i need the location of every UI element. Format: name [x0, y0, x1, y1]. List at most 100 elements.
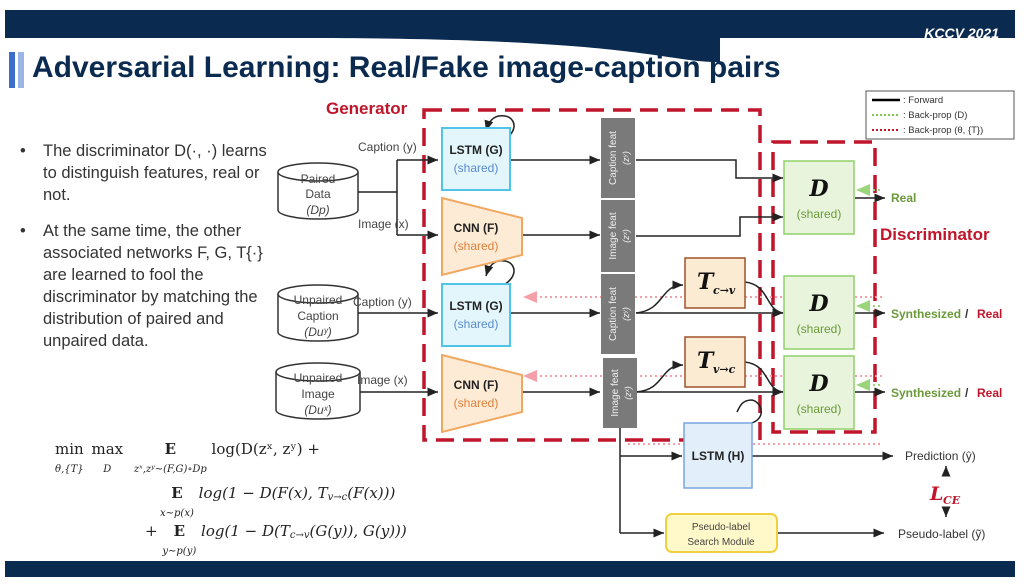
min-operator: min — [55, 440, 84, 458]
equation-subscript: c→v — [289, 530, 310, 541]
expectation-subscript: zˣ,zʸ∼(F,G)∘Dp — [133, 464, 207, 475]
feat-symbol: (zʸ) — [621, 307, 631, 321]
cnn-f-sub: (shared) — [454, 396, 499, 410]
expectation-subscript: x∼p(x) — [160, 508, 194, 519]
image-feat-block: Image feat (zˣ) — [603, 358, 637, 428]
caption-input-label: Caption (y) — [353, 295, 412, 309]
output-real-label: Real — [891, 191, 916, 205]
image-feat-block: Image feat (zˣ) — [601, 200, 635, 272]
bullet-list: The discriminator D(·, ·) learns to dist… — [18, 140, 276, 366]
equation-line-1: min θ,{T} max D E zˣ,zʸ∼(F,G)∘Dp log(D(z… — [55, 440, 320, 476]
generator-label: Generator — [326, 99, 408, 118]
feat-symbol: (zʸ) — [621, 151, 631, 165]
lstm-h-title: LSTM (H) — [692, 449, 745, 463]
d-sub: (shared) — [797, 207, 842, 221]
forward-arrows — [358, 115, 951, 538]
max-operator: max — [91, 440, 124, 458]
lstm-g-title: LSTM (G) — [449, 299, 502, 313]
expectation-symbol: E — [173, 522, 186, 540]
dataset-label: (Dp) — [306, 203, 329, 217]
output-synth-real-label: Synthesized / Real — [891, 386, 1002, 400]
expectation-symbol: E — [164, 440, 177, 458]
discriminator-label: Discriminator — [880, 225, 990, 244]
generator-boundary — [422, 108, 762, 442]
header-bar: KCCV 2021 — [5, 10, 1015, 41]
plus-sign: + — [145, 522, 158, 540]
discriminator-boundary — [771, 140, 877, 434]
conference-label: KCCV 2021 — [924, 25, 999, 41]
dataset-label: Unpaired — [294, 371, 343, 385]
equation-subscript: v→c — [327, 492, 348, 503]
dataset-label: Image — [301, 387, 335, 401]
bullet-item: The discriminator D(·, ·) learns to dist… — [18, 140, 276, 206]
discriminator-block: D (shared) — [783, 355, 855, 430]
lstm-g-block: LSTM (G) (shared) — [441, 127, 511, 191]
d-title: D — [808, 371, 828, 397]
cnn-f-title: CNN (F) — [454, 378, 499, 392]
dataset-label: Caption — [297, 309, 338, 323]
dataset-paired: Paired Data (Dp) — [277, 162, 359, 220]
dataset-unpaired-caption: Unpaired Caption (Duʸ) — [277, 284, 359, 342]
legend-forward-label: : Forward — [903, 95, 943, 106]
feat-label: Image feat — [610, 369, 621, 416]
cnn-f-sub: (shared) — [454, 239, 499, 253]
slash: / — [965, 307, 969, 321]
footer-bar — [5, 561, 1015, 577]
feat-label: Caption feat — [608, 287, 619, 341]
equation-line-3: + E y∼p(y) log(1 − D(Tc→v(G(y)), G(y))) — [145, 522, 407, 558]
synthesized-label: Synthesized — [891, 307, 961, 321]
title-accent — [9, 52, 27, 93]
t-symbol: T — [697, 269, 715, 295]
image-input-label: Image (x) — [357, 373, 408, 387]
slash: / — [965, 386, 969, 400]
dataset-label: Unpaired — [294, 293, 343, 307]
dataset-label: Paired — [301, 172, 336, 186]
discriminator-block: D (shared) — [783, 160, 855, 235]
lstm-g-sub: (shared) — [454, 317, 499, 331]
dataset-label: (Duʸ) — [304, 325, 332, 339]
d-sub: (shared) — [797, 402, 842, 416]
equation-term: log(D(zˣ, zʸ) + — [211, 440, 320, 458]
expectation-subscript: y∼p(y) — [162, 546, 197, 557]
equation-line-2: E x∼p(x) log(1 − D(F(x), Tv→c(F(x))) — [160, 484, 395, 520]
dataset-label: Data — [305, 187, 331, 201]
dataset-unpaired-image: Unpaired Image (Duˣ) — [275, 362, 361, 420]
module-label: Pseudo-label — [692, 522, 750, 533]
caption-feat-block: Caption feat (zʸ) — [601, 118, 635, 198]
bullet-item: At the same time, the other associated n… — [18, 220, 276, 352]
dataset-label: (Duˣ) — [304, 403, 331, 417]
feat-symbol: (zˣ) — [621, 229, 631, 243]
d-sub: (shared) — [797, 322, 842, 336]
lstm-h-block: LSTM (H) — [683, 422, 753, 489]
cnn-f-block: CNN (F) (shared) — [441, 353, 523, 434]
header-wave — [300, 38, 720, 62]
t-v-to-c-block: T v→c — [684, 336, 746, 388]
t-symbol: T — [697, 348, 715, 374]
expectation-symbol: E — [171, 484, 183, 502]
pseudo-label-output: Pseudo-label (ỹ) — [898, 527, 985, 541]
legend-backprop-theta-label: : Back-prop (θ, {T}) — [903, 125, 983, 136]
loss-symbol: L — [929, 483, 943, 505]
equation-term: log(1 − D(F(x), T — [198, 484, 328, 502]
caption-feat-block: Caption feat (zʸ) — [601, 274, 635, 354]
output-synth-real-label: Synthesized / Real — [891, 307, 1002, 321]
d-title: D — [808, 176, 828, 202]
synthesized-label: Synthesized — [891, 386, 961, 400]
image-input-label: Image (x) — [358, 217, 409, 231]
module-label: Search Module — [687, 537, 755, 548]
pseudo-label-search-module: Pseudo-label Search Module — [665, 513, 778, 553]
real-label: Real — [977, 307, 1002, 321]
page-title: Adversarial Learning: Real/Fake image-ca… — [32, 51, 781, 84]
equation-term: log(1 − D(T — [201, 522, 290, 540]
t-subscript: v→c — [713, 363, 736, 376]
feat-label: Image feat — [608, 212, 619, 259]
t-subscript: c→v — [713, 284, 736, 297]
cnn-f-title: CNN (F) — [454, 221, 499, 235]
feat-label: Caption feat — [608, 131, 619, 185]
caption-input-label: Caption (y) — [358, 140, 417, 154]
legend: : Forward : Back-prop (D) : Back-prop (θ… — [865, 90, 1015, 140]
loss-subscript: CE — [943, 494, 961, 507]
cross-entropy-loss: L CE — [929, 483, 961, 507]
lstm-g-block: LSTM (G) (shared) — [441, 283, 511, 347]
